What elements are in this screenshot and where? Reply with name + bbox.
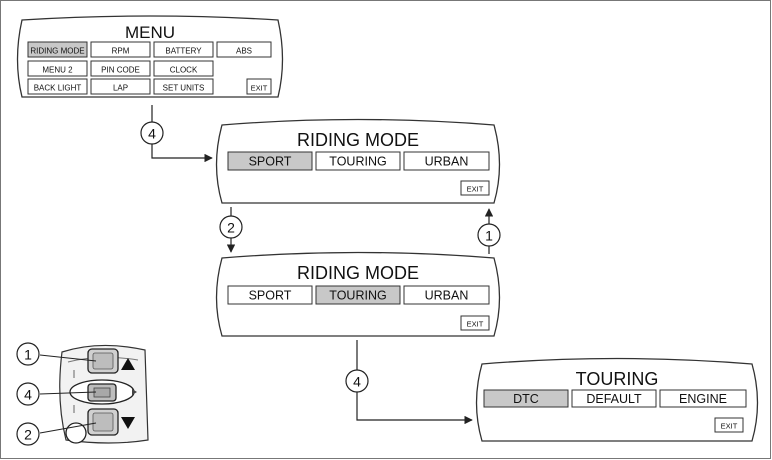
option-urban[interactable]: URBAN — [403, 151, 490, 171]
step-number: 1 — [485, 228, 493, 244]
riding-mode-title: RIDING MODE — [297, 130, 419, 150]
option-urban[interactable]: URBAN — [403, 285, 490, 305]
down-button[interactable] — [87, 408, 135, 436]
exit-label: EXIT — [467, 185, 484, 194]
riding-mode-panel-sport: RIDING MODE SPORT TOURING URBAN EXIT — [215, 118, 501, 204]
connector-touring-to-sport: 1 — [477, 208, 501, 254]
menu-item-set-units[interactable]: SET UNITS — [153, 78, 214, 95]
step-number: 4 — [148, 126, 156, 142]
option-label: SPORT — [249, 289, 292, 303]
connector-menu-to-riding-mode: 4 — [140, 105, 213, 163]
menu-exit-button[interactable]: EXIT — [246, 78, 272, 95]
touring-title: TOURING — [576, 369, 659, 389]
option-sport[interactable]: SPORT — [227, 151, 313, 171]
option-label: ENGINE — [679, 392, 727, 406]
option-default[interactable]: DEFAULT — [571, 389, 657, 408]
down-arrow-icon — [121, 417, 135, 429]
option-label: DEFAULT — [586, 392, 642, 406]
callout-down: 2 — [16, 422, 97, 446]
step-badge — [345, 369, 369, 393]
menu-title: MENU — [125, 23, 175, 42]
menu-item-label: BACK LIGHT — [34, 84, 82, 93]
up-button[interactable] — [87, 348, 135, 374]
step-number: 2 — [227, 220, 235, 236]
step-badge — [477, 223, 501, 247]
menu-item-riding-mode[interactable]: RIDING MODE — [27, 41, 88, 58]
exit-label: EXIT — [467, 320, 484, 329]
menu-item-label: LAP — [113, 84, 128, 93]
menu-item-label: RPM — [112, 47, 130, 56]
callout-select: 4 — [16, 382, 97, 406]
select-button[interactable] — [69, 379, 137, 405]
menu-item-label: MENU 2 — [42, 66, 73, 75]
step-badge — [140, 121, 164, 145]
menu-item-label: CLOCK — [170, 66, 198, 75]
menu-panel: MENU RIDING MODE RPM BATTERY ABS MENU 2 … — [16, 15, 284, 98]
menu-item-abs[interactable]: ABS — [216, 41, 272, 58]
option-dtc[interactable]: DTC — [483, 389, 569, 408]
option-label: TOURING — [329, 289, 386, 303]
menu-item-pin-code[interactable]: PIN CODE — [90, 60, 151, 77]
connector-touring-to-submenu: 4 — [345, 340, 473, 425]
menu-item-label: RIDING MODE — [30, 47, 84, 56]
exit-button[interactable]: EXIT — [714, 417, 744, 433]
up-arrow-icon — [121, 358, 135, 370]
option-touring[interactable]: TOURING — [315, 151, 401, 171]
option-sport[interactable]: SPORT — [227, 285, 313, 305]
exit-button[interactable]: EXIT — [460, 315, 490, 331]
step-badge — [219, 215, 243, 239]
option-touring[interactable]: TOURING — [315, 285, 401, 305]
riding-mode-title: RIDING MODE — [297, 263, 419, 283]
menu-item-menu-2[interactable]: MENU 2 — [27, 60, 88, 77]
menu-item-battery[interactable]: BATTERY — [153, 41, 214, 58]
menu-item-clock[interactable]: CLOCK — [153, 60, 214, 77]
menu-item-rpm[interactable]: RPM — [90, 41, 151, 58]
option-label: DTC — [513, 392, 539, 406]
menu-item-label: SET UNITS — [163, 84, 205, 93]
option-label: URBAN — [425, 289, 469, 303]
menu-item-lap[interactable]: LAP — [90, 78, 151, 95]
touring-panel: TOURING DTC DEFAULT ENGINE EXIT — [475, 357, 759, 442]
riding-mode-panel-touring: RIDING MODE SPORT TOURING URBAN EXIT — [215, 251, 501, 337]
right-arrow-icon — [132, 389, 137, 395]
option-label: SPORT — [249, 155, 292, 169]
exit-button[interactable]: EXIT — [460, 180, 490, 196]
menu-item-label: PIN CODE — [101, 66, 140, 75]
handlebar-switch: 1 4 2 — [16, 342, 149, 446]
menu-item-back-light[interactable]: BACK LIGHT — [27, 78, 88, 95]
callout-number: 1 — [24, 347, 32, 363]
exit-label: EXIT — [721, 422, 738, 431]
option-label: TOURING — [329, 155, 386, 169]
exit-label: EXIT — [251, 84, 268, 93]
menu-item-label: ABS — [236, 47, 252, 56]
option-label: URBAN — [425, 155, 469, 169]
step-number: 4 — [353, 374, 361, 390]
option-engine[interactable]: ENGINE — [659, 389, 747, 408]
callout-up: 1 — [16, 342, 97, 366]
menu-item-label: BATTERY — [165, 47, 202, 56]
round-button[interactable] — [65, 422, 87, 444]
callout-number: 2 — [24, 427, 32, 443]
callout-number: 4 — [24, 387, 32, 403]
connector-sport-to-touring: 2 — [219, 207, 243, 253]
